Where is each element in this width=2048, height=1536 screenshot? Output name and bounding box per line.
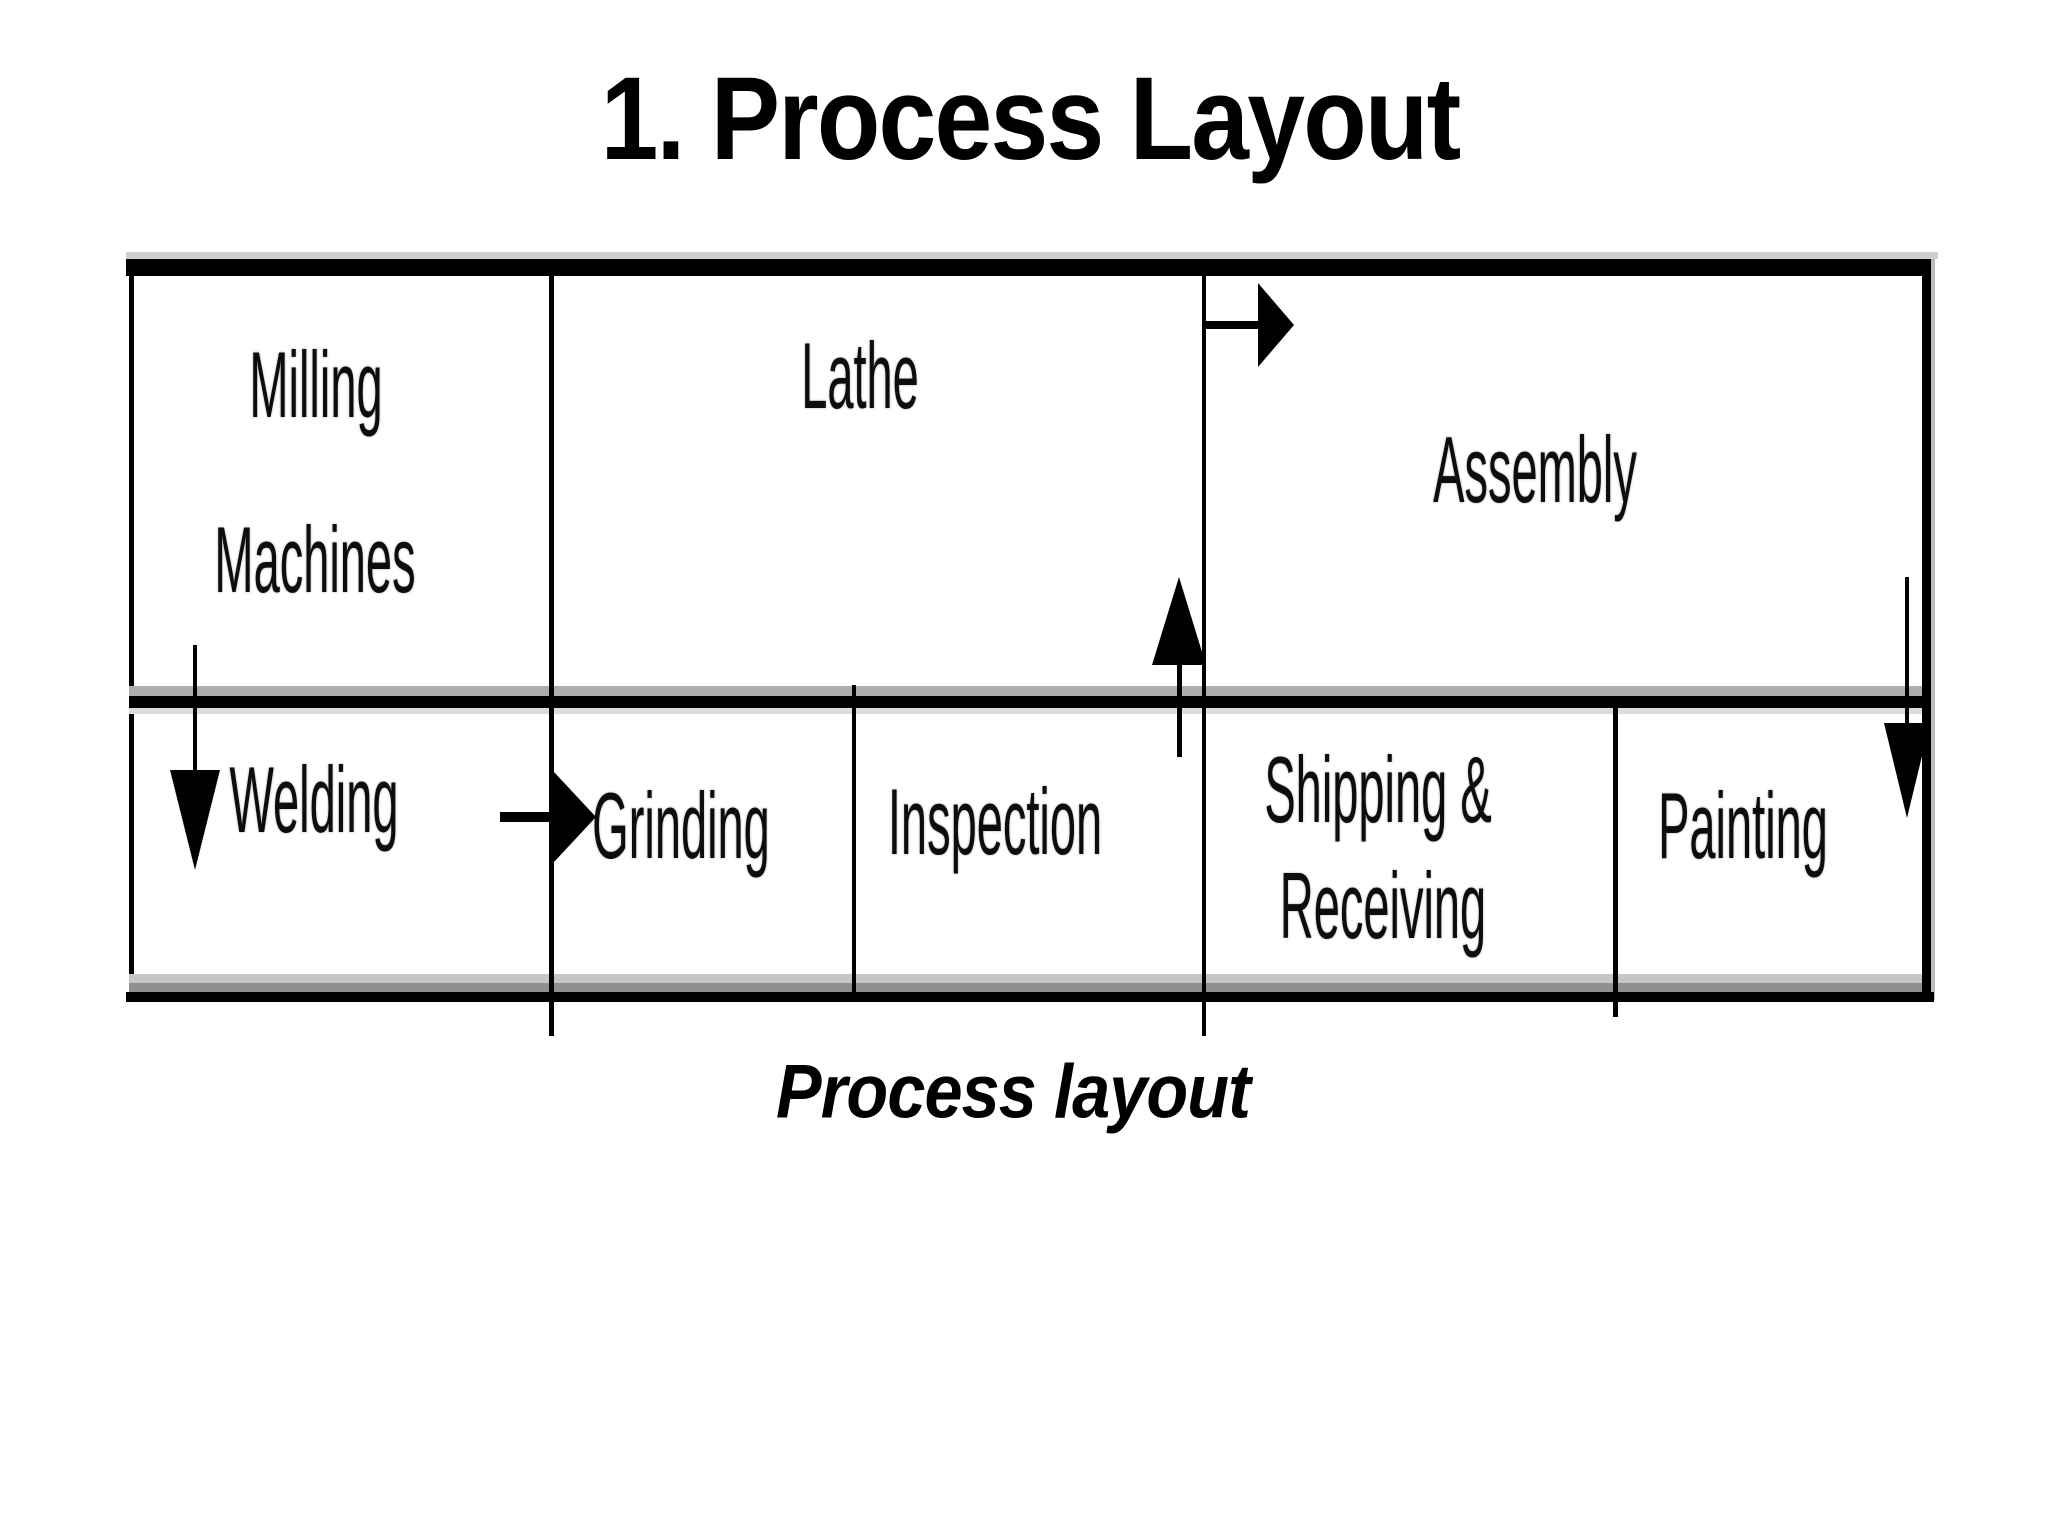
cell-label-welding: Welding (229, 747, 399, 852)
arrow-right-icon (1258, 283, 1294, 367)
divider-grinding-inspection (852, 685, 856, 995)
arrow-shaft (500, 812, 554, 822)
cell-label-assembly: Assembly (1433, 417, 1637, 522)
row-divider-shadow-top (129, 686, 1922, 696)
arrow-shaft (193, 645, 197, 775)
row-divider-shadow-bottom (129, 708, 1922, 714)
cell-label-shipping-line1: Shipping & (1264, 737, 1492, 842)
table-bottom-border (126, 992, 1934, 1002)
arrow-up-icon (1152, 577, 1206, 665)
cell-label-painting: Painting (1658, 773, 1828, 878)
page-title: 1. Process Layout (600, 53, 1462, 185)
arrow-shaft (1905, 577, 1909, 727)
cell-label-milling-line2: Machines (214, 507, 416, 612)
arrow-shaft (1177, 660, 1182, 757)
cell-label-milling-line1: Milling (249, 332, 383, 437)
divider-milling-lathe (549, 276, 554, 1036)
table-left-border (129, 276, 134, 1000)
row-divider (129, 696, 1922, 708)
table-right-shadow (1931, 259, 1935, 1000)
cell-label-grinding: Grinding (592, 773, 770, 878)
table-right-border (1922, 259, 1931, 1000)
arrow-down-icon (1884, 723, 1930, 818)
cell-label-shipping-line2: Receiving (1279, 853, 1487, 958)
table-bottom-shadow-light (129, 974, 1922, 983)
arrow-shaft (1204, 321, 1260, 329)
cell-label-inspection: Inspection (887, 769, 1103, 874)
table-bottom-shadow-dark (129, 983, 1922, 992)
table-top-shadow (126, 252, 1938, 259)
arrow-down-icon (170, 770, 220, 870)
table-top-border (126, 259, 1934, 276)
divider-shipping-painting (1613, 697, 1618, 1017)
figure-caption: Process layout (775, 1049, 1251, 1135)
arrow-right-icon (554, 772, 596, 862)
cell-label-lathe: Lathe (801, 323, 919, 428)
